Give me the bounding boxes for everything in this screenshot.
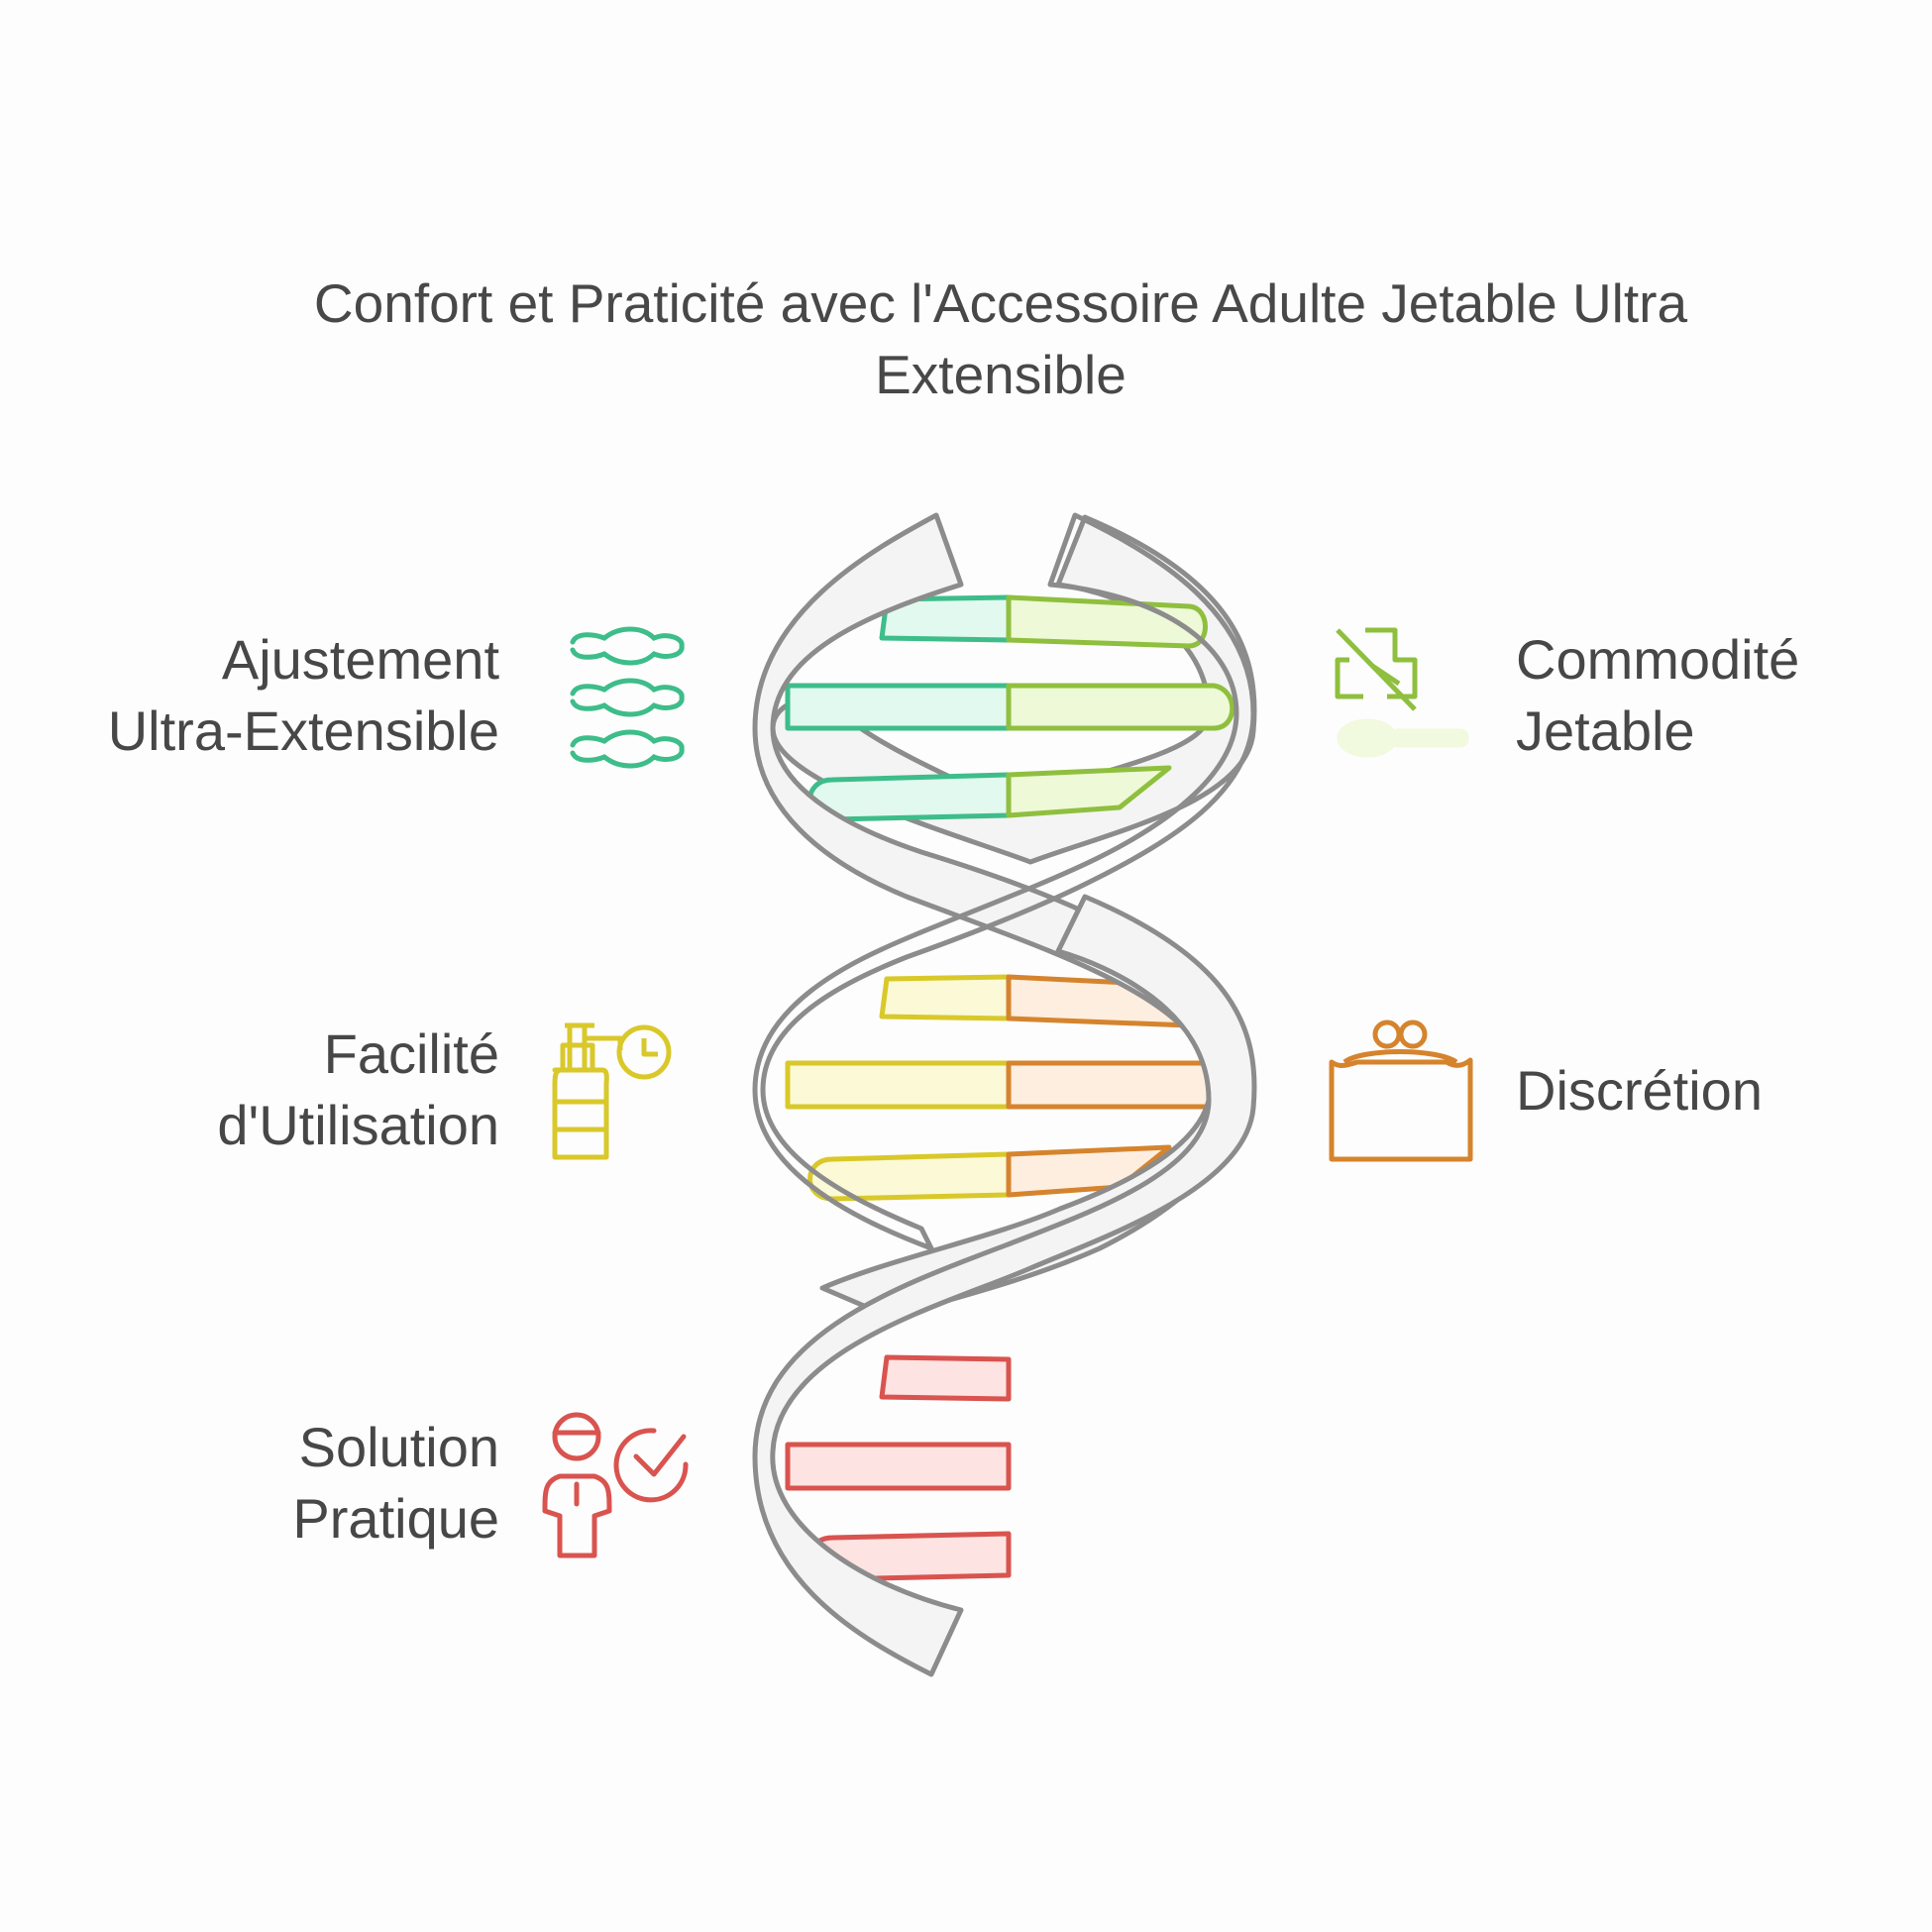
label-ajustement: Ajustement Ultra-Extensible bbox=[107, 628, 499, 762]
purse-icon bbox=[1329, 1020, 1473, 1162]
label-discretion: Discrétion bbox=[1516, 1059, 1763, 1122]
title-line-2: Extensible bbox=[875, 344, 1127, 405]
label-commodite: Commodité Jetable bbox=[1516, 628, 1800, 762]
spine-icon bbox=[570, 626, 685, 769]
label-solution: Solution Pratique bbox=[292, 1416, 499, 1550]
title-line-1: Confort et Praticité avec l'Accessoire A… bbox=[313, 272, 1688, 334]
helix-front-strand bbox=[752, 512, 1256, 1321]
rungs-ajustement bbox=[785, 594, 1235, 822]
rungs-facilite bbox=[785, 974, 1235, 1202]
diagram-title: Confort et Praticité avec l'Accessoire A… bbox=[149, 268, 1853, 410]
label-facilite: Facilité d'Utilisation bbox=[217, 1022, 499, 1156]
helix-front-strand-lower bbox=[752, 894, 1257, 1677]
spray-timer-icon bbox=[552, 1022, 672, 1160]
disposable-icon bbox=[1335, 627, 1469, 758]
person-check-icon bbox=[542, 1412, 689, 1558]
